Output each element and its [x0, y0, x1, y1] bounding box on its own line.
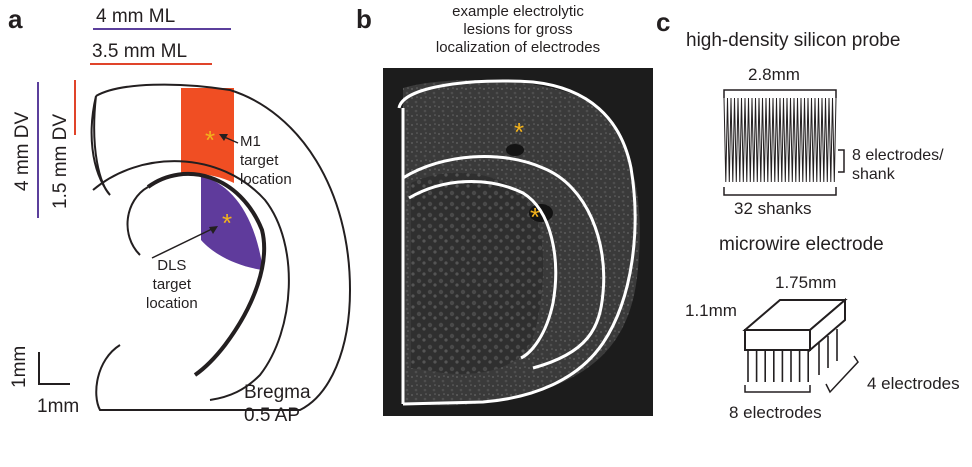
- electrodes-per-shank-bracket: [838, 149, 845, 173]
- striatum-tissue: [411, 172, 544, 374]
- mw-front-face: [744, 329, 811, 351]
- mw-height-label: 1.1mm: [685, 301, 737, 320]
- panel-c-letter: c: [656, 7, 671, 37]
- micrograph-svg: * *: [397, 79, 640, 406]
- mw-rows-label: 8 electrodes: [729, 403, 822, 422]
- dls-label-line2: target: [152, 276, 192, 293]
- shanks-label: 32 shanks: [734, 199, 812, 218]
- mw-cols-label: 4 electrodes: [867, 374, 960, 393]
- mw-cols-bracket: [825, 355, 859, 394]
- m1-target-region: [181, 88, 234, 183]
- scale-bar-horizontal-label: 1mm: [37, 396, 80, 417]
- eps-line2: shank: [852, 166, 895, 183]
- mw-side-face: [809, 297, 846, 353]
- panel-a-letter: a: [8, 4, 23, 34]
- dls-target-region: [201, 176, 263, 270]
- corpus-callosum-line: [92, 160, 290, 401]
- brain-medial-outline: [90, 95, 111, 196]
- striatum-outline-a: [146, 171, 267, 377]
- microwire-title: microwire electrode: [719, 234, 884, 255]
- mw-rows-bracket: [744, 385, 811, 393]
- corpus-callosum-outline: [402, 155, 606, 370]
- shanks-bracket: [723, 187, 837, 196]
- dls-pointer-line: [151, 227, 215, 259]
- ml-4mm-label: 4 mm ML: [96, 6, 176, 27]
- probe-shanks: [723, 97, 837, 183]
- eps-line1: 8 electrodes/: [852, 147, 944, 164]
- lesion-m1: [506, 144, 524, 156]
- probe-width-label: 2.8mm: [748, 65, 800, 84]
- microwire-box: [742, 297, 848, 353]
- scale-bar: [38, 352, 70, 385]
- m1-asterisk: *: [205, 125, 215, 155]
- dls-target-label: DLS target location: [146, 256, 198, 313]
- m1-target-label: M1 target location: [240, 132, 292, 189]
- dls-pointer-arrowhead: [209, 226, 218, 234]
- brain-outline: [397, 79, 637, 406]
- micrograph-asterisk-dls: *: [530, 202, 540, 232]
- m1-pointer-arrowhead: [219, 134, 228, 141]
- ml-3-5mm-label: 3.5 mm ML: [92, 41, 188, 62]
- dls-label-line1: DLS: [157, 257, 187, 274]
- dls-label-line3: location: [146, 295, 198, 312]
- lesion-caption-line3: localization of electrodes: [435, 39, 601, 56]
- lesion-caption-line2: lesions for gross: [463, 21, 573, 38]
- microwire-wires: [747, 329, 838, 382]
- m1-label-line3: location: [240, 171, 292, 188]
- brain-section-micrograph: * *: [383, 68, 653, 416]
- dls-asterisk: *: [222, 208, 232, 238]
- micrograph-asterisk-m1: *: [514, 117, 524, 147]
- bregma-line1: Bregma: [244, 382, 311, 403]
- probe-width-bracket: [723, 89, 837, 98]
- panel-b-letter: b: [356, 4, 372, 34]
- mw-length-label: 1.75mm: [775, 273, 837, 292]
- lesion-caption: example electrolytic lesions for gross l…: [383, 3, 653, 57]
- m1-label-line1: M1: [240, 133, 261, 150]
- lesion-caption-line1: example electrolytic: [452, 3, 584, 20]
- m1-label-line2: target: [240, 152, 279, 169]
- striatum-outline: [408, 180, 558, 360]
- striatum-inner-outline: [126, 186, 149, 256]
- electrodes-per-shank-label: 8 electrodes/ shank: [852, 146, 944, 184]
- probe-title: high-density silicon probe: [686, 30, 901, 51]
- probe-shank-zigzag: [723, 97, 837, 183]
- brain-outer-outline: [95, 83, 352, 411]
